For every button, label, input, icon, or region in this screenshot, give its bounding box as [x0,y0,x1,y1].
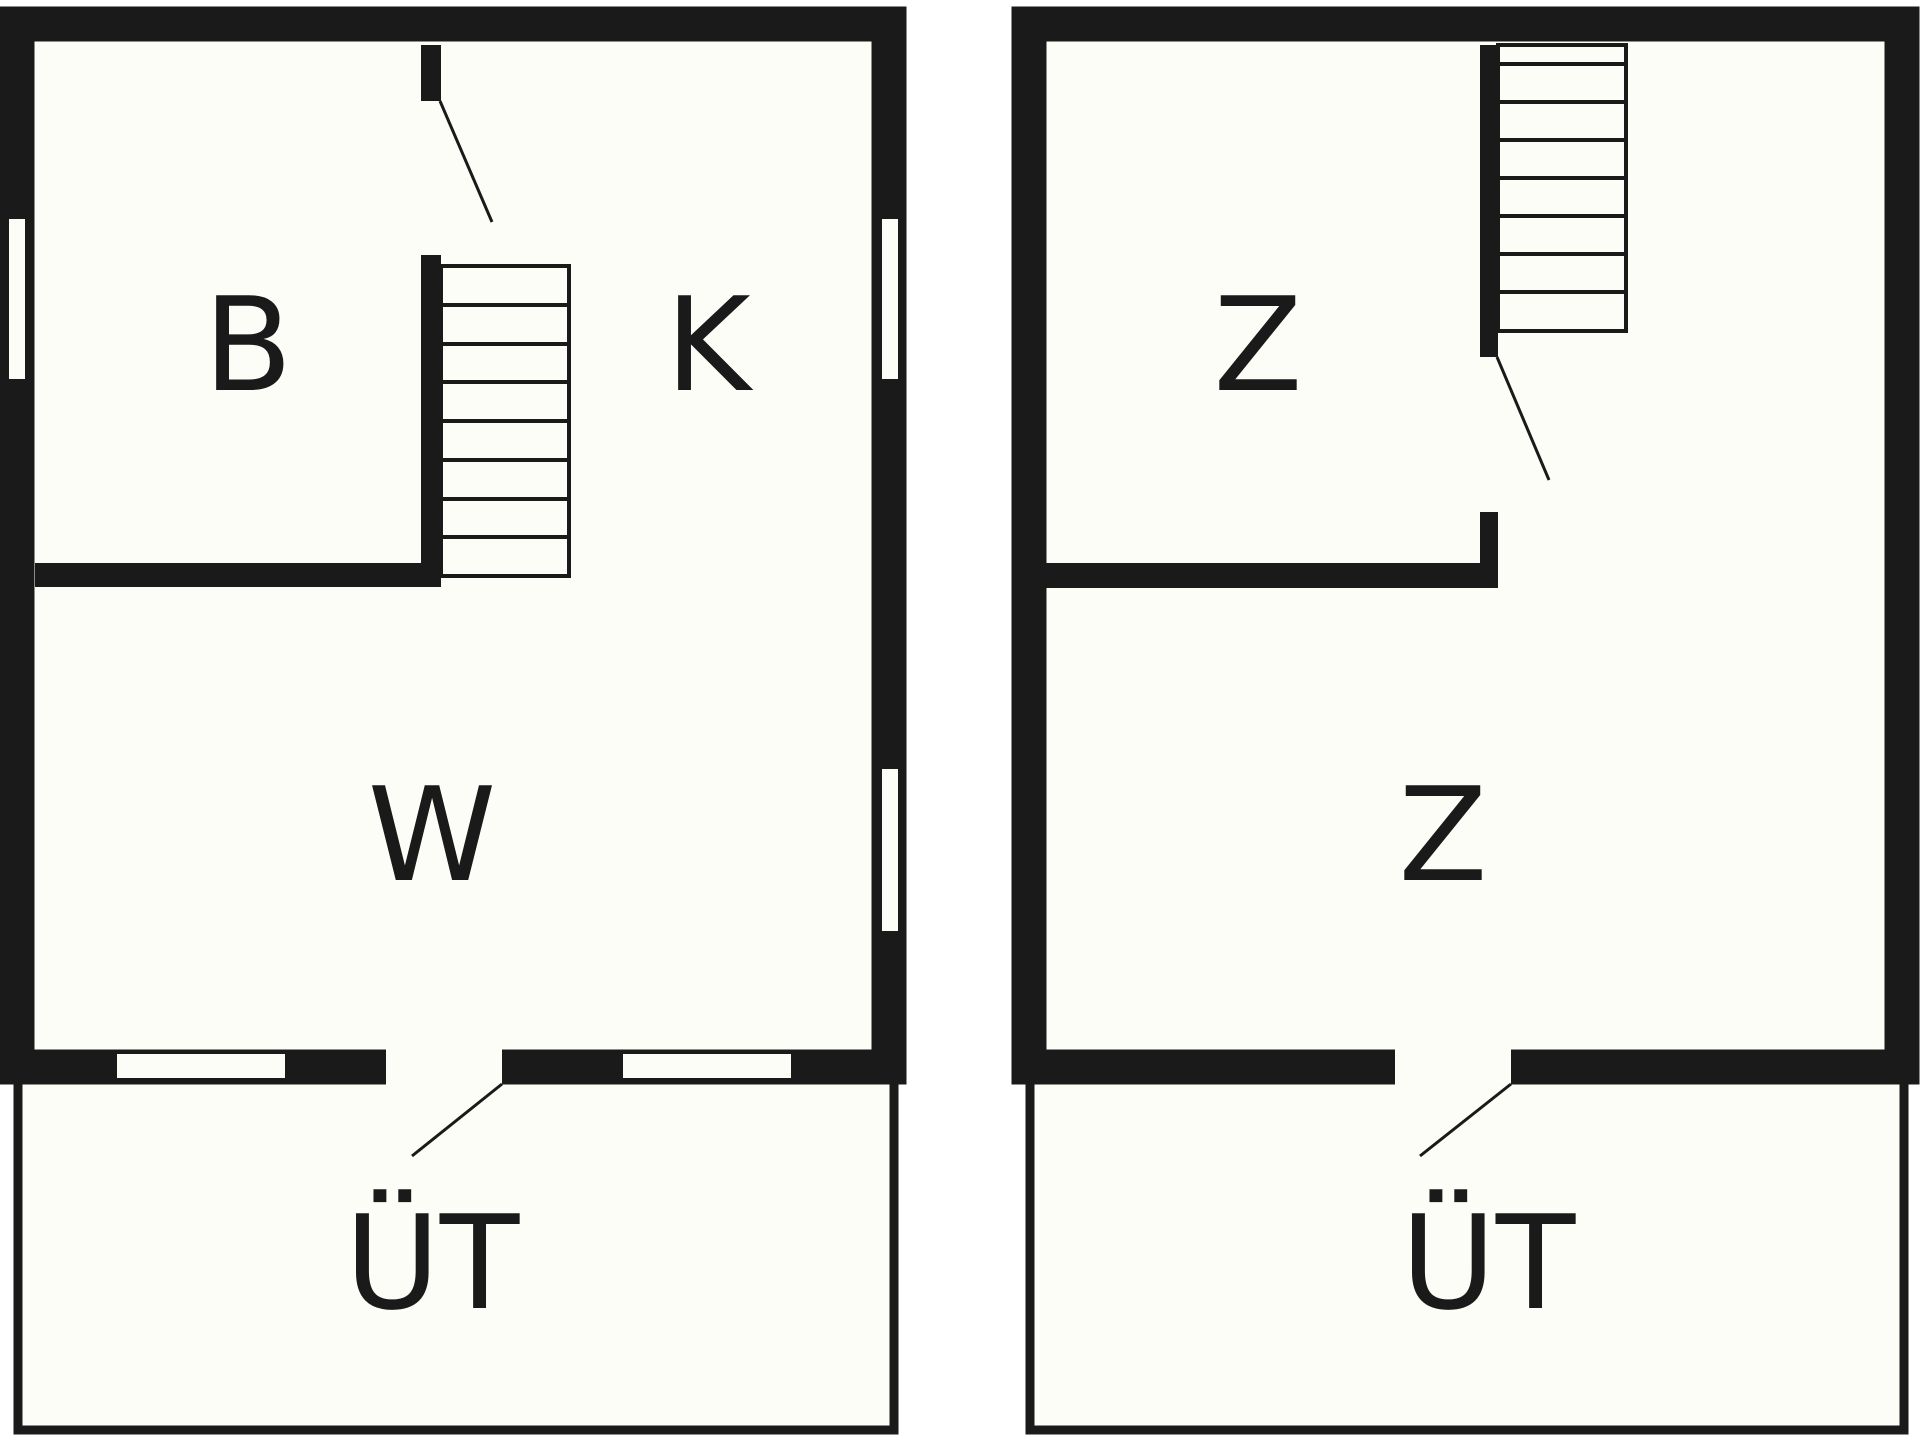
room-label-k: K [665,269,753,421]
room-label-w: W [368,759,497,911]
room-label-z-top: Z [1213,269,1302,421]
door-z-upper[interactable] [1482,356,1551,512]
room-label-ut-upper: ÜT [1401,1187,1576,1339]
window-k-right [880,217,900,381]
staircase-upper-floor[interactable] [1496,43,1628,333]
ground-floor-plan: B K W ÜT [0,6,907,1435]
room-label-z-bottom: Z [1398,759,1487,911]
room-label-ut-ground: ÜT [345,1187,520,1339]
terrace-ground-floor [13,1075,899,1435]
window-w-right [880,767,900,933]
outer-walls-upper-floor [1011,6,1920,1085]
door-terrace-upper-floor[interactable] [1395,1046,1512,1158]
upper-floor-plan: Z Z ÜT [1011,6,1920,1435]
door-terrace-ground-floor[interactable] [386,1046,503,1158]
staircase-ground-floor[interactable] [439,264,571,578]
door-b-k[interactable] [423,100,494,255]
window-w-bottom-right [621,1052,793,1080]
window-b-left [7,217,27,381]
interior-wall-b-w [35,563,441,587]
interior-wall-b-k-upper [421,45,441,101]
room-label-b: B [203,269,292,421]
interior-wall-b-k-lower [421,255,441,587]
interior-wall-z-upper [1480,45,1498,357]
interior-wall-z-z [1046,563,1498,588]
window-w-bottom-left [115,1052,287,1080]
